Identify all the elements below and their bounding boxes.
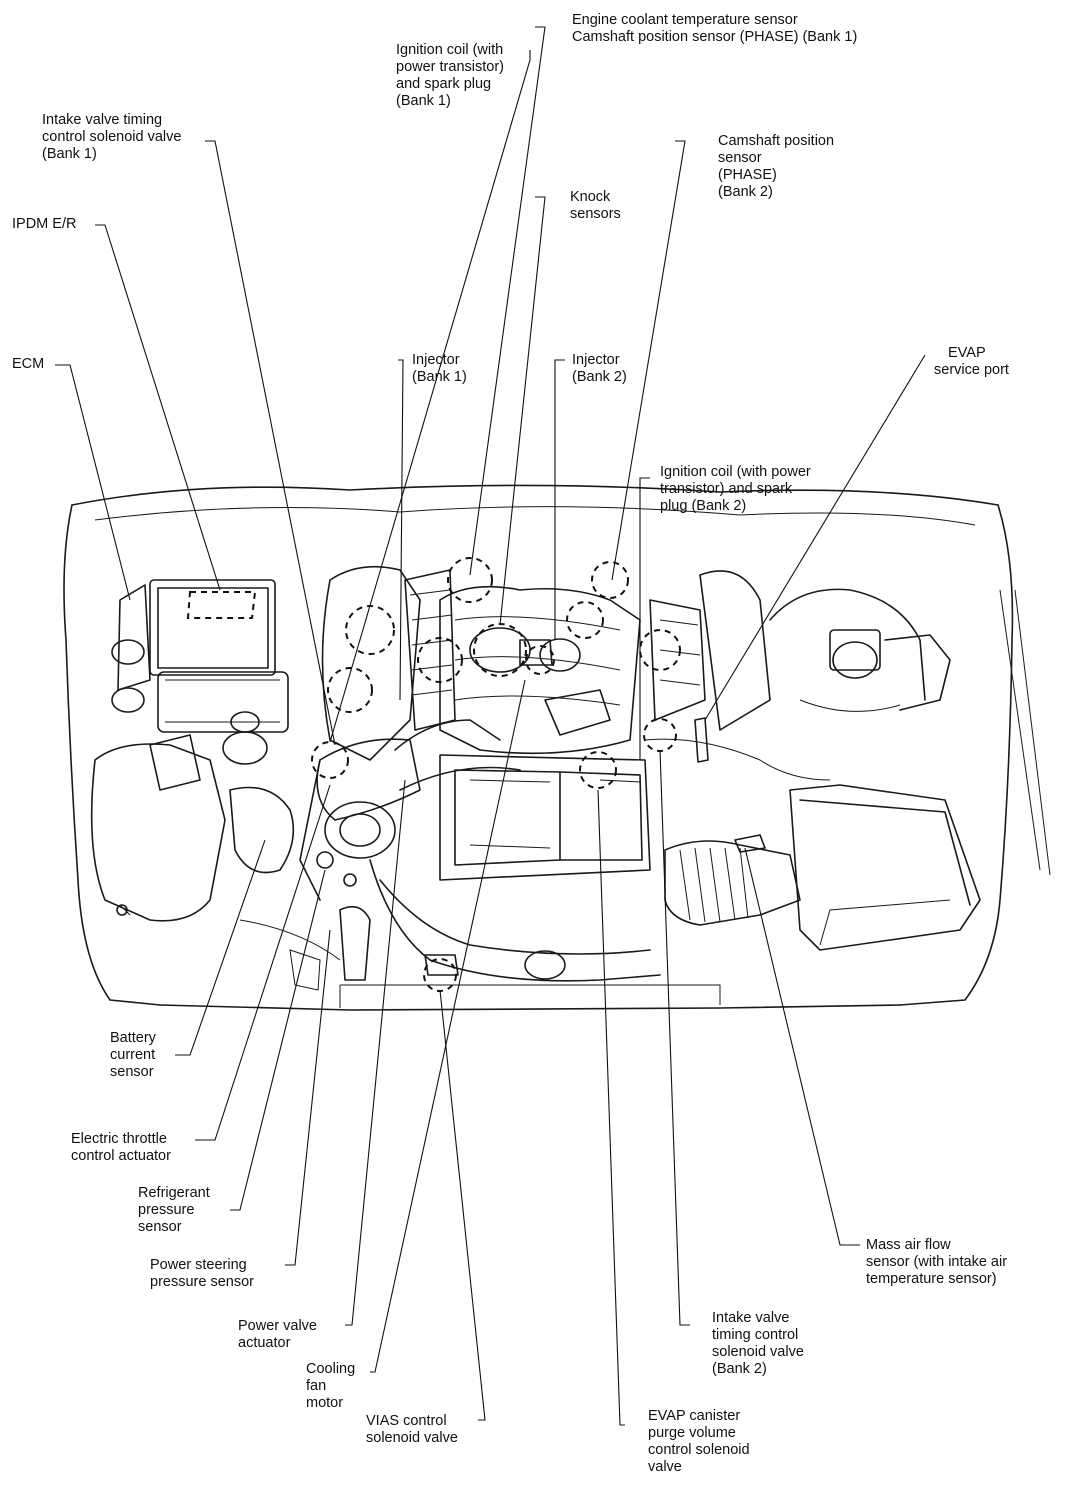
label-evap-canister-purge-valve: EVAP canister purge volume control solen… — [648, 1408, 750, 1475]
label-ecm: ECM — [12, 356, 45, 372]
label-ignition-coil-bank1: Ignition coil (with power transistor) an… — [396, 42, 504, 109]
label-intake-valve-timing-bank1: Intake valve timing control solenoid val… — [42, 112, 182, 162]
label-vias-control-solenoid-valve: VIAS control solenoid valve — [366, 1413, 458, 1446]
label-ignition-coil-bank2: Ignition coil (with power transistor) an… — [660, 464, 811, 514]
label-engine-coolant-temp-sensor: Engine coolant temperature sensor Camsha… — [572, 12, 858, 45]
engine-bay-outline — [63, 484, 1014, 1011]
radiator-area — [289, 905, 566, 991]
label-ipdm-er: IPDM E/R — [12, 216, 77, 232]
label-electric-throttle-actuator: Electric throttle control actuator — [71, 1131, 171, 1164]
label-knock-sensors: Knock sensors — [570, 189, 621, 222]
center-box — [439, 754, 651, 881]
engine-core — [321, 565, 771, 761]
label-power-valve-actuator: Power valve actuator — [238, 1318, 317, 1351]
air-cleaner-group — [644, 588, 1051, 951]
label-refrigerant-pressure-sensor: Refrigerant pressure sensor — [138, 1185, 210, 1235]
label-injector-bank2: Injector (Bank 2) — [572, 352, 627, 385]
intake-throttle — [299, 719, 661, 982]
label-camshaft-position-sensor-bank2: Camshaft position sensor (PHASE) (Bank 2… — [718, 133, 835, 200]
label-intake-valve-timing-bank2: Intake valve timing control solenoid val… — [712, 1310, 804, 1377]
label-cooling-fan-motor: Cooling fan motor — [306, 1361, 356, 1411]
label-injector-bank1: Injector (Bank 1) — [412, 352, 467, 385]
label-mass-air-flow-sensor: Mass air flow sensor (with intake air te… — [866, 1237, 1008, 1287]
ecm-ipdm-group — [90, 579, 341, 961]
label-power-steering-pressure-sensor: Power steering pressure sensor — [150, 1257, 254, 1290]
label-evap-service-port: EVAP service port — [934, 345, 1009, 378]
leader-lines — [55, 26, 926, 1426]
label-battery-current-sensor: Battery current sensor — [110, 1030, 156, 1080]
